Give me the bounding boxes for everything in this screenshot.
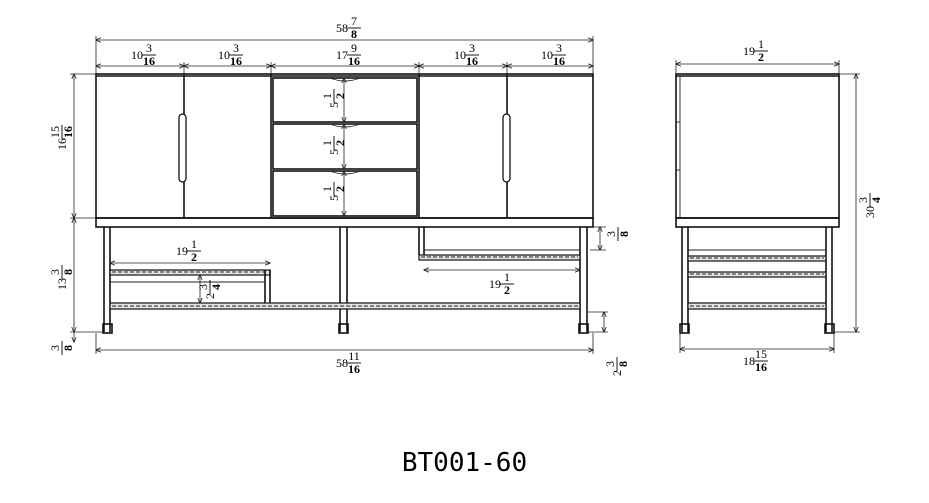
dim-side-bottom-depth-denominator: 16	[755, 360, 767, 374]
dim-door-width-1-denominator: 16	[143, 54, 155, 68]
shelf-lower	[109, 302, 581, 310]
dim-shelf-left-height-denominator: 4	[209, 284, 223, 290]
base-top-rail	[95, 217, 594, 228]
dim-drawer-height-1-whole: 5	[327, 102, 341, 108]
dim-door-width-2-denominator: 16	[230, 54, 242, 68]
dim-door-width-4-whole: 10	[541, 48, 553, 62]
dim-shelf-depth-right-numerator: 1	[504, 270, 510, 284]
side-view	[675, 60, 860, 353]
dim-drawer-height-1-numerator: 1	[320, 93, 334, 99]
shelf-left-raised	[109, 269, 271, 276]
dim-drawer-width-whole: 17	[336, 48, 348, 62]
dim-drawer-width-numerator: 9	[351, 41, 357, 55]
side-upper-body	[675, 73, 840, 219]
dim-shelf-gap-denominator: 8	[617, 231, 631, 237]
drawer-top	[272, 77, 418, 123]
dim-drawer-height-1-denominator: 2	[333, 93, 347, 99]
drawer-bottom	[272, 170, 418, 217]
dim-upper-height-numerator: 15	[48, 126, 62, 138]
dim-foot-height-denominator: 8	[61, 345, 75, 351]
dim-drawer-height-2-numerator: 1	[320, 140, 334, 146]
dim-door-width-3-whole: 10	[454, 48, 466, 62]
dim-foot-offset-denominator: 8	[616, 361, 630, 367]
dim-leg-height-denominator: 8	[61, 269, 75, 275]
dim-overall-width-denominator: 8	[351, 27, 357, 41]
dim-shelf-depth-right-denominator: 2	[504, 283, 510, 297]
dim-shelf-depth-left-denominator: 2	[191, 250, 197, 264]
dim-drawer-height-3-numerator: 1	[320, 186, 334, 192]
dim-door-width-4-numerator: 3	[556, 41, 562, 55]
dim-side-top-depth-numerator: 1	[758, 37, 764, 51]
dim-drawer-height-2-whole: 5	[327, 149, 341, 155]
dim-leg-height-numerator: 3	[48, 269, 62, 275]
dim-door-width-4-denominator: 16	[553, 54, 565, 68]
dim-upper-height-whole: 16	[55, 138, 69, 150]
dim-foot-offset-whole: 2	[610, 370, 624, 376]
dim-side-top-depth-whole: 19	[743, 44, 755, 58]
dim-shelf-depth-right-whole: 19	[489, 277, 501, 291]
dim-shelf-left-height-numerator: 3	[196, 284, 210, 290]
dim-upper-height-denominator: 16	[61, 126, 75, 138]
dim-side-total-height-numerator: 3	[856, 197, 870, 203]
dim-door-width-2-numerator: 3	[233, 41, 239, 55]
dim-bottom-width-numerator: 11	[348, 349, 360, 363]
dim-bottom-width-whole: 58	[336, 356, 348, 370]
dim-door-width-2-whole: 10	[218, 48, 230, 62]
dim-side-total-height-whole: 30	[863, 206, 877, 218]
dim-foot-height-numerator: 3	[48, 345, 62, 351]
dim-side-top-depth-denominator: 2	[758, 50, 764, 64]
dim-drawer-height-3-denominator: 2	[333, 186, 347, 192]
dim-side-total-height-denominator: 4	[869, 197, 883, 203]
dim-overall-width-numerator: 7	[351, 14, 357, 28]
door-handle-right-icon	[502, 113, 511, 183]
dim-bottom-width-denominator: 16	[348, 362, 360, 376]
dim-shelf-gap-numerator: 3	[604, 231, 618, 237]
front-view	[70, 36, 608, 354]
shelf-right-raised	[418, 254, 581, 261]
dim-shelf-depth-left-whole: 19	[176, 244, 188, 258]
dim-foot-offset-numerator: 3	[603, 361, 617, 367]
dim-overall-width-whole: 58	[336, 21, 348, 35]
dim-door-width-3-numerator: 3	[469, 41, 475, 55]
dim-drawer-width-denominator: 16	[348, 54, 360, 68]
dim-drawer-height-2-denominator: 2	[333, 140, 347, 146]
dim-door-width-3-denominator: 16	[466, 54, 478, 68]
dim-shelf-left-height-whole: 2	[203, 293, 217, 299]
dim-door-width-1-numerator: 3	[146, 41, 152, 55]
door-handle-left-icon	[178, 113, 187, 183]
dim-leg-height-whole: 13	[55, 278, 69, 290]
model-label: BT001-60	[401, 448, 528, 478]
dim-drawer-height-3-whole: 5	[327, 195, 341, 201]
dim-side-bottom-depth-numerator: 15	[755, 347, 767, 361]
dim-door-width-1-whole: 10	[131, 48, 143, 62]
dim-side-bottom-depth-whole: 18	[743, 354, 755, 368]
dim-shelf-depth-left-numerator: 1	[191, 237, 197, 251]
